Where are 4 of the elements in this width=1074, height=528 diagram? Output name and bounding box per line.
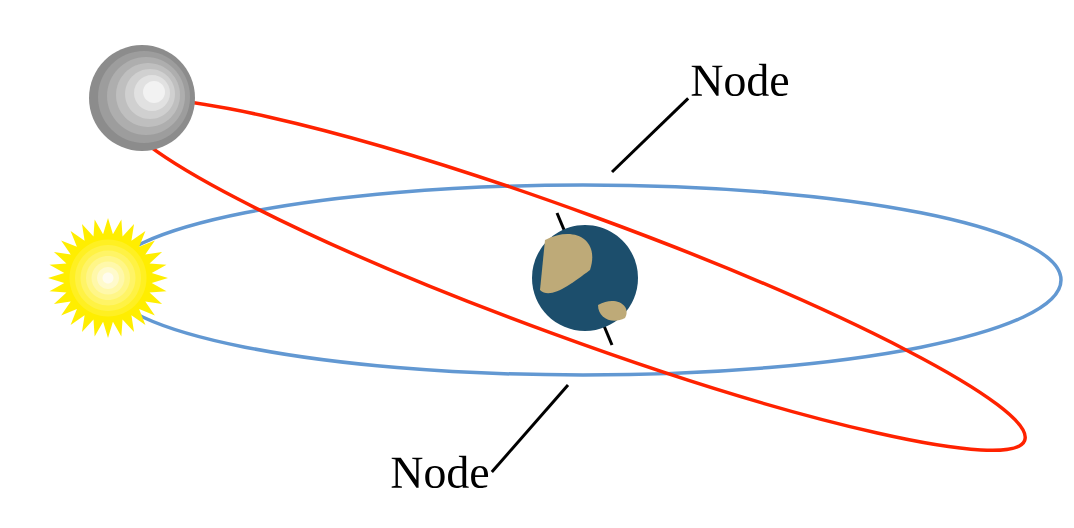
leader-line — [490, 384, 570, 473]
leader-line — [610, 97, 690, 174]
node-label: Node — [691, 63, 789, 97]
node-label: Node — [391, 455, 489, 489]
